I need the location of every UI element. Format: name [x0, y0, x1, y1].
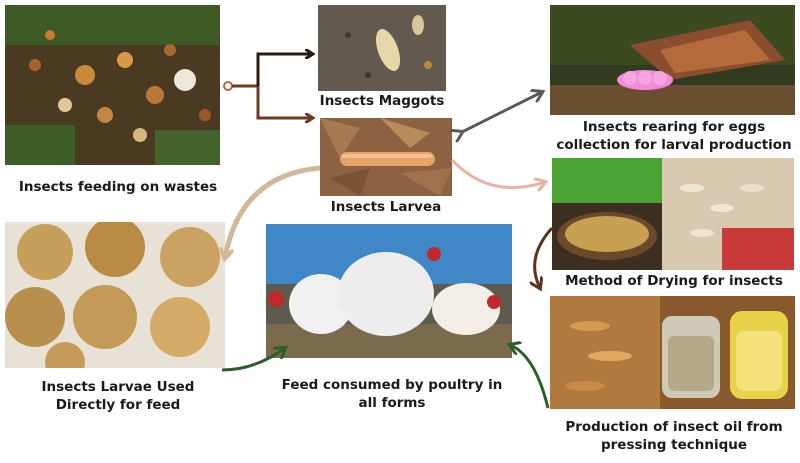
- larvae-feed-photo: [5, 222, 225, 368]
- larvae-feed-label-line2: Directly for feed: [55, 397, 181, 413]
- oil-photo: [550, 296, 795, 409]
- rearing-photo: [550, 5, 795, 115]
- poultry-label-line1: Feed consumed by poultry in: [281, 377, 503, 393]
- arrow-larvea-rearing: [462, 92, 542, 132]
- larvae-feed-label: Insects Larvae Used Directly for feed: [8, 378, 228, 414]
- larvea-photo: [320, 118, 452, 196]
- arrow-drying-oil: [535, 226, 554, 288]
- poultry-label: Feed consumed by poultry in all forms: [268, 376, 516, 412]
- rearing-label-line1: Insects rearing for eggs: [582, 119, 766, 135]
- arrow-larvea-drying: [450, 158, 545, 188]
- rearing-label-line2: collection for larval production: [556, 137, 792, 153]
- maggots-photo: [318, 5, 446, 91]
- drying-photo: [552, 158, 794, 270]
- oil-label-line1: Production of insect oil from: [565, 419, 783, 435]
- drying-label: Method of Drying for insects: [565, 273, 783, 289]
- maggots-label: Insects Maggots: [319, 93, 445, 109]
- branch-origin-dot: [223, 81, 233, 91]
- larvae-feed-label-line1: Insects Larvae Used: [41, 379, 195, 395]
- larvea-label: Insects Larvea: [330, 199, 442, 215]
- arrow-to-maggots: [256, 54, 312, 86]
- oil-label-line2: pressing technique: [600, 437, 748, 453]
- wastes-photo: [5, 5, 220, 165]
- rearing-label: Insects rearing for eggs collection for …: [552, 118, 796, 154]
- wastes-label: Insects feeding on wastes: [18, 179, 218, 195]
- oil-label: Production of insect oil from pressing t…: [552, 418, 796, 454]
- poultry-label-line2: all forms: [358, 395, 426, 411]
- poultry-photo: [266, 224, 512, 358]
- arrow-to-larvea: [256, 86, 312, 118]
